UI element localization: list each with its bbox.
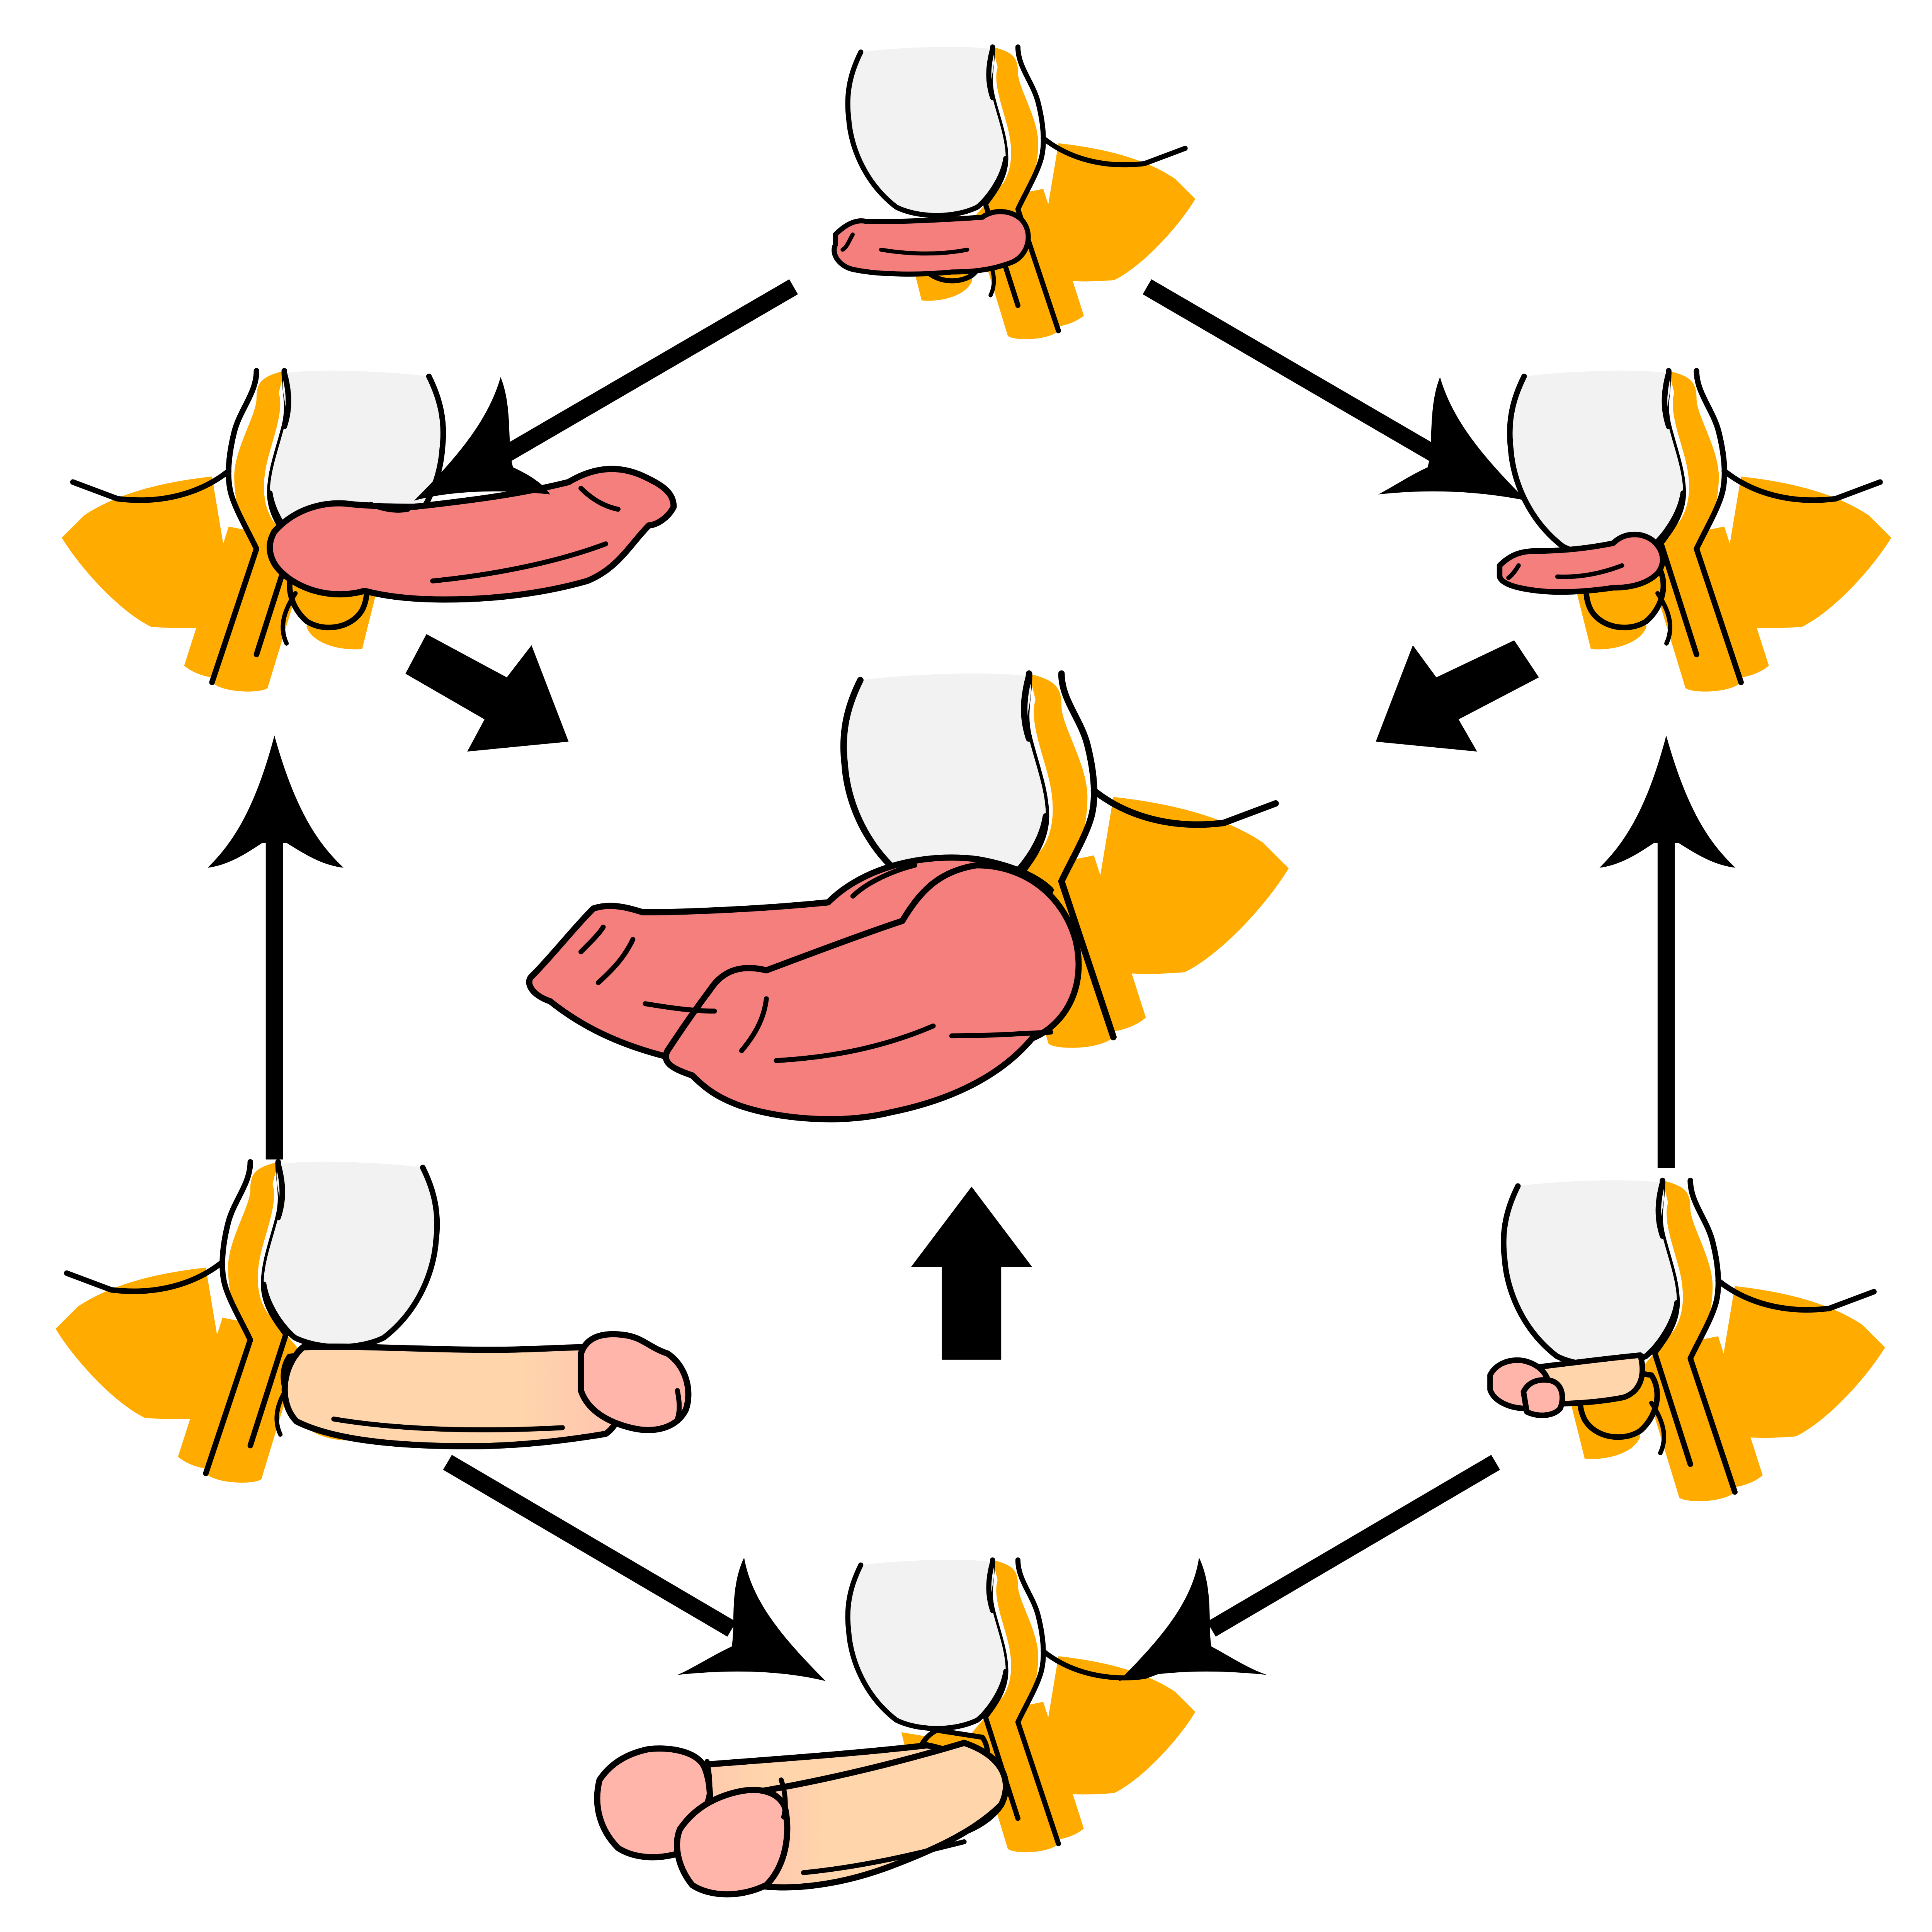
tissue-bottom <box>594 1740 1009 1898</box>
tissue-upper-left <box>267 466 677 603</box>
stage-upper-right <box>1497 371 1891 691</box>
arrow-lower-right-to-upper-right <box>1599 735 1736 1168</box>
tissue-top <box>832 209 1031 277</box>
tissue-center <box>526 854 1082 1122</box>
arrow-top-to-upper-left <box>414 279 798 501</box>
stage-top <box>832 47 1196 339</box>
block-arrow-upper-right-to-center <box>1376 640 1539 752</box>
arrow-lower-left-to-upper-left <box>207 735 344 1160</box>
tissue-upper-right <box>1497 531 1666 595</box>
arrow-top-to-upper-right <box>1143 279 1527 501</box>
arrow-lower-right-to-bottom <box>1119 1455 1500 1681</box>
tissue-lower-left <box>281 1331 692 1449</box>
block-arrow-bottom-to-center <box>911 1187 1032 1360</box>
tissue-lower-right <box>1487 1352 1645 1418</box>
stage-lower-right <box>1487 1180 1885 1501</box>
block-arrow-upper-left-to-center <box>405 634 569 752</box>
arrow-lower-left-to-bottom <box>443 1455 826 1681</box>
